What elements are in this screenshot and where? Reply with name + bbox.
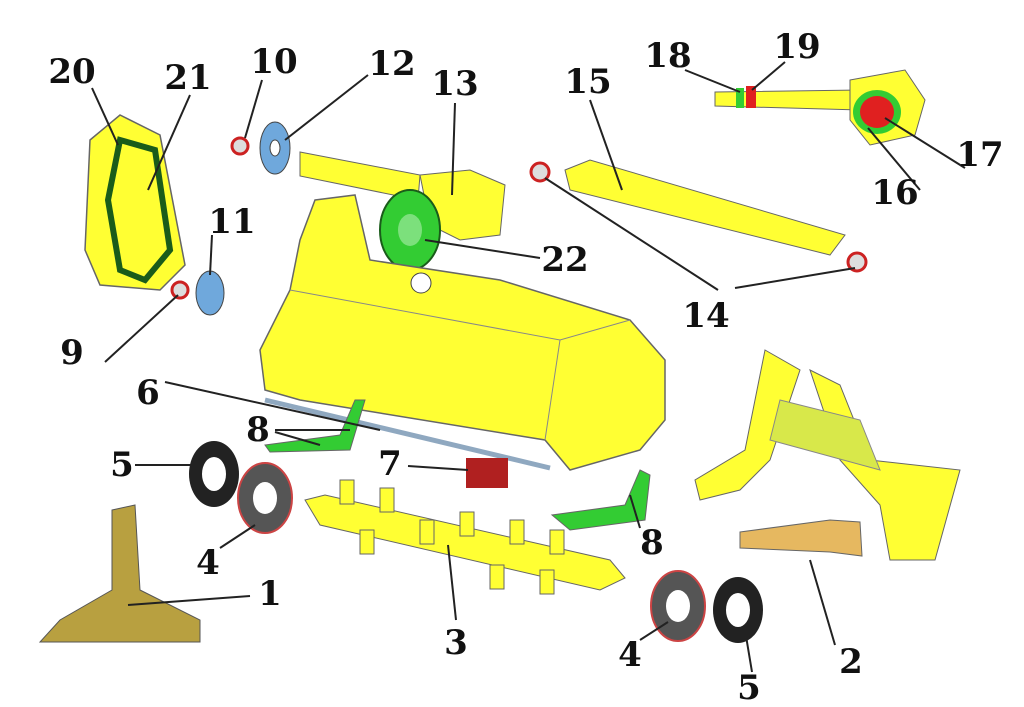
part-5-seal-right [713, 577, 763, 643]
callout-8-right: 8 [640, 523, 664, 563]
callout-11: 11 [208, 202, 256, 242]
part-8-skid-left [264, 399, 366, 453]
callout-10: 10 [250, 42, 298, 82]
callout-4-right: 4 [618, 635, 642, 675]
callout-12: 12 [368, 44, 416, 84]
callout-7: 7 [378, 444, 402, 484]
part-16-17-18-19-input-shaft [714, 69, 926, 146]
callout-8-left: 8 [246, 410, 270, 450]
part-7-plate [466, 458, 508, 488]
callout-6: 6 [136, 373, 160, 413]
part-22-pulley [379, 189, 441, 271]
callout-1: 1 [258, 574, 282, 614]
callout-20: 20 [48, 52, 96, 92]
callout-5-right: 5 [737, 668, 761, 707]
part-4-bearing-left [237, 462, 293, 534]
part-5-seal-left [189, 441, 239, 507]
part-15-roller [529, 159, 868, 273]
part-2-pin [739, 519, 863, 557]
callout-5-left: 5 [110, 445, 134, 485]
callout-19: 19 [773, 27, 821, 67]
part-1-flail-blade [38, 504, 201, 643]
callout-2: 2 [839, 642, 863, 682]
part-9-bearing [170, 280, 190, 300]
callout-22: 22 [541, 240, 589, 280]
part-10-bearing [230, 136, 250, 156]
callout-3: 3 [444, 623, 468, 663]
part-4-bearing-right [650, 570, 706, 642]
callout-16: 16 [871, 173, 919, 213]
callout-18: 18 [644, 36, 692, 76]
part-6-rod [264, 397, 551, 471]
callout-15: 15 [564, 62, 612, 102]
callout-13: 13 [431, 64, 479, 104]
callout-17: 17 [956, 135, 1004, 175]
part-hitch-frame [694, 349, 961, 561]
leader-lines [91, 61, 966, 673]
part-12-pulley [259, 121, 291, 175]
part-20-side-cover [84, 114, 186, 291]
callout-9: 9 [60, 333, 84, 373]
part-11-pulley [195, 270, 225, 316]
callout-14: 14 [682, 296, 730, 336]
part-8-skid-right [550, 469, 651, 531]
callout-21: 21 [164, 58, 212, 98]
callout-4-left: 4 [196, 543, 220, 583]
part-3-rotor [304, 479, 626, 595]
